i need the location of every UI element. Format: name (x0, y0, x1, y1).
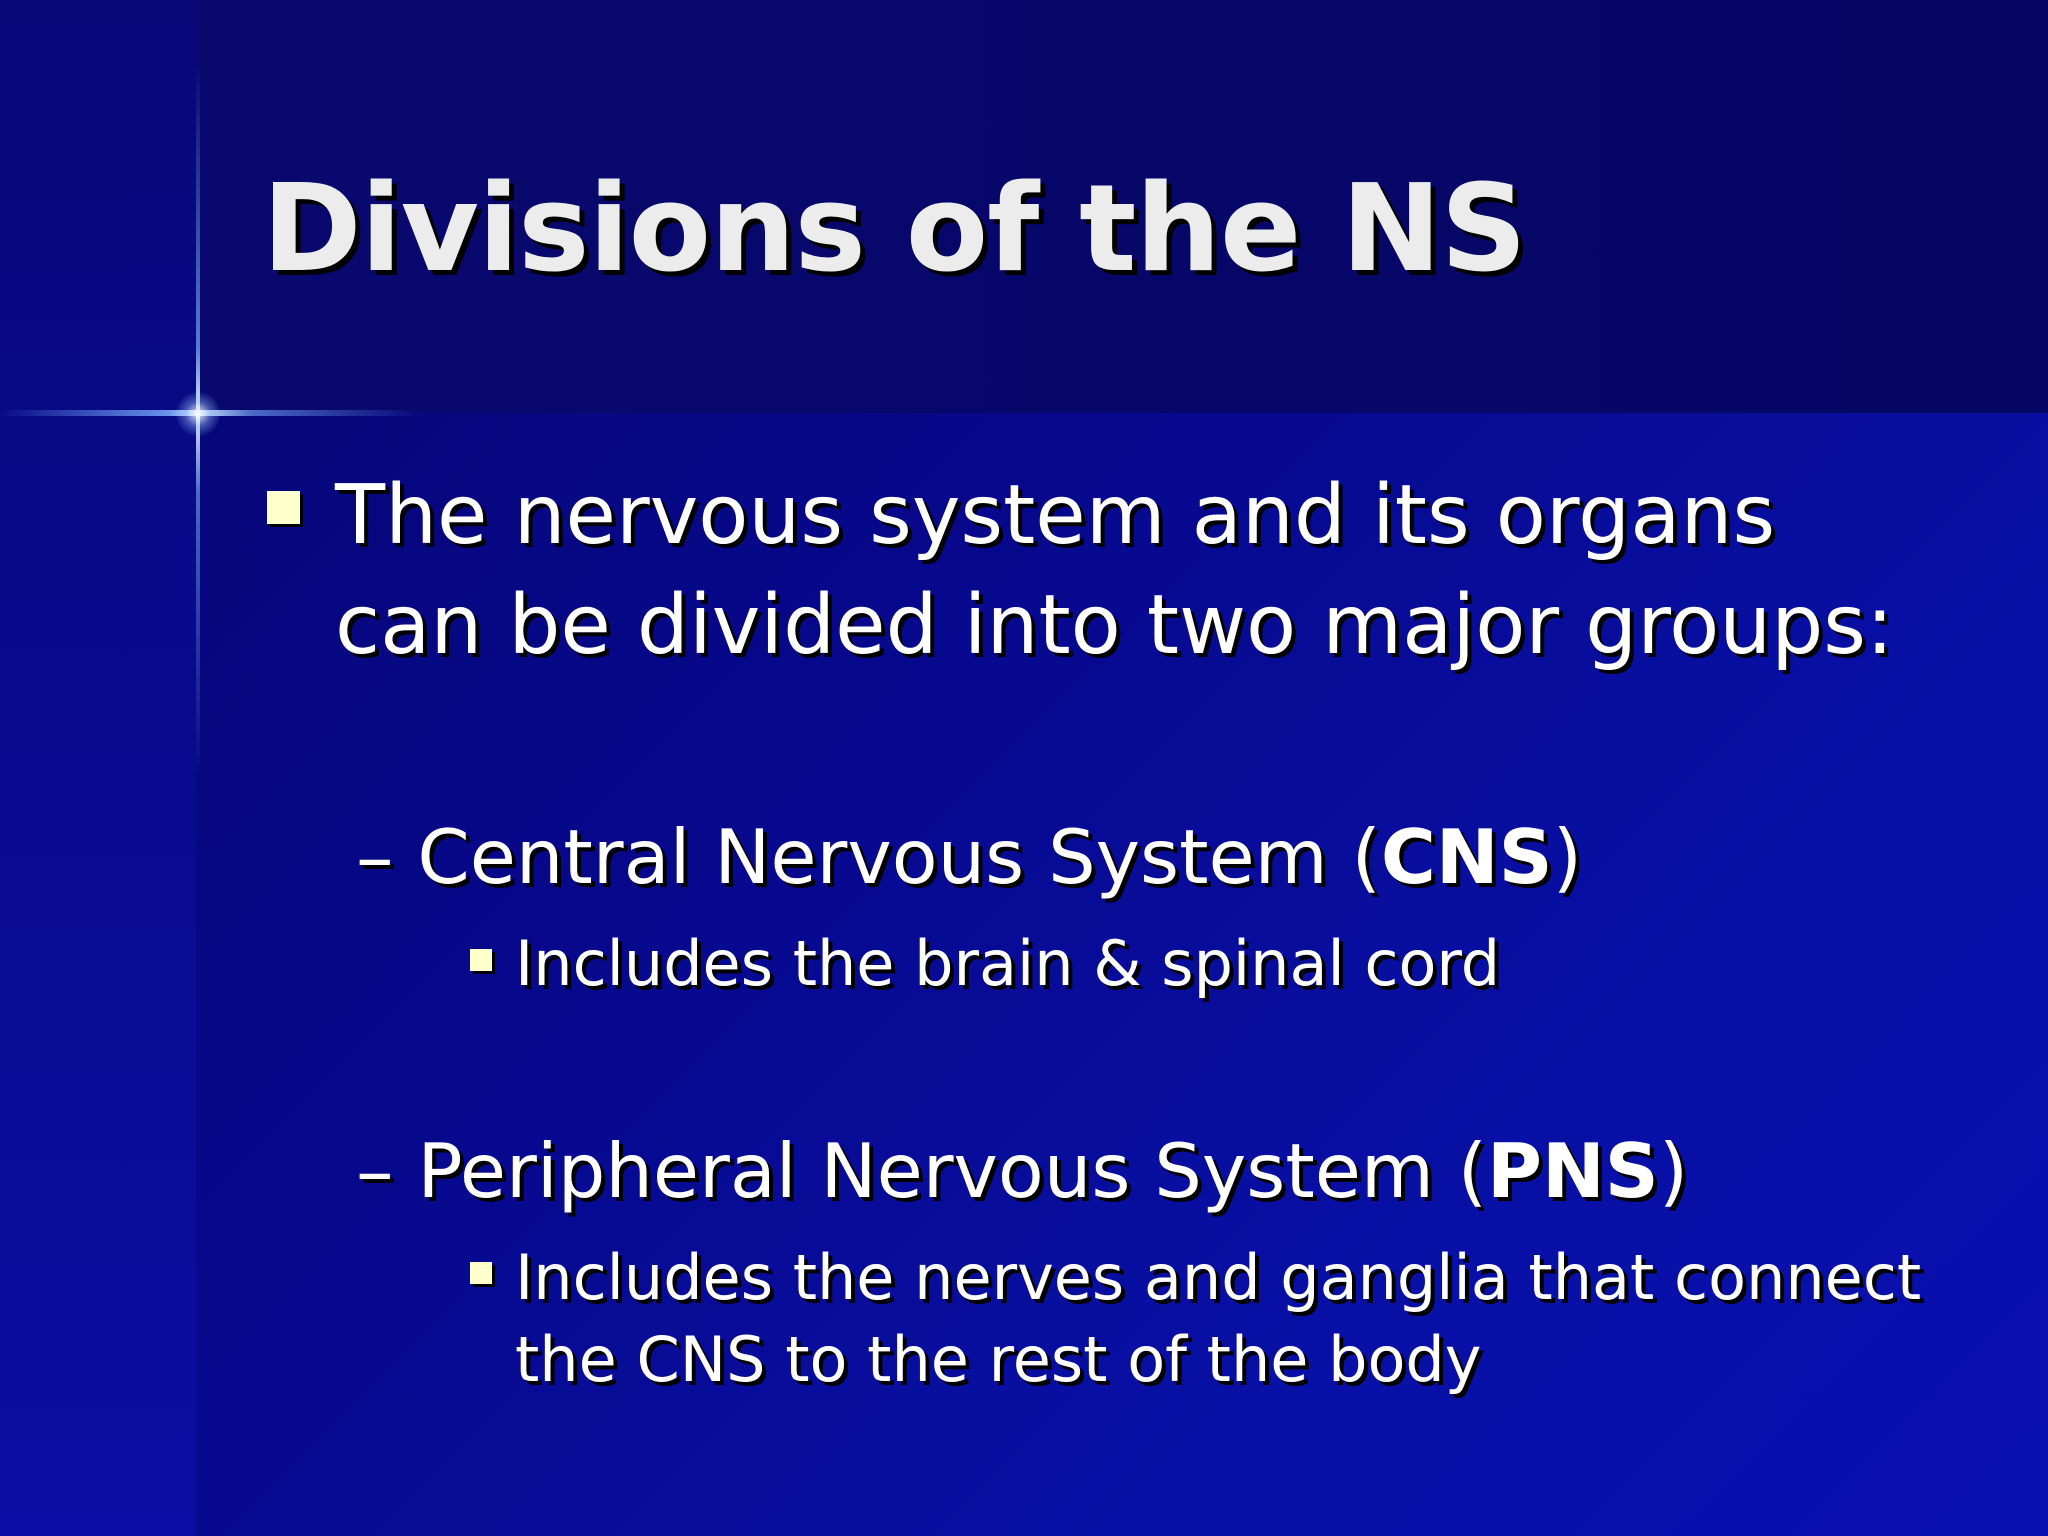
pns-detail-line-2: the CNS to the rest of the body (515, 1323, 1482, 1396)
left-strip-decoration (0, 0, 196, 1536)
cns-detail: Includes the brain & spinal cord (515, 927, 1501, 1000)
bullet-line-1: The nervous system and its organs (335, 468, 1776, 563)
slide-title: Divisions of the NS (262, 160, 1527, 299)
pns-label: Peripheral Nervous System ( (417, 1127, 1488, 1215)
pns-item: – Peripheral Nervous System (PNS) (356, 1126, 1688, 1216)
light-flare-glow (176, 392, 220, 436)
title-band-decoration (196, 0, 2048, 413)
square-bullet-icon (470, 949, 492, 971)
cns-close: ) (1552, 813, 1582, 901)
dash-bullet: – (356, 1127, 394, 1215)
cns-label: Central Nervous System ( (417, 813, 1381, 901)
cns-abbr: CNS (1380, 813, 1553, 901)
square-bullet-icon (470, 1262, 492, 1284)
cns-item: – Central Nervous System (CNS) (356, 812, 1582, 902)
square-bullet-icon (267, 491, 300, 524)
bullet-line-2: can be divided into two major groups: (335, 578, 1894, 673)
pns-detail-line-1: Includes the nerves and ganglia that con… (515, 1241, 1922, 1314)
pns-abbr: PNS (1487, 1127, 1659, 1215)
dash-bullet: – (356, 813, 394, 901)
pns-close: ) (1658, 1127, 1689, 1215)
